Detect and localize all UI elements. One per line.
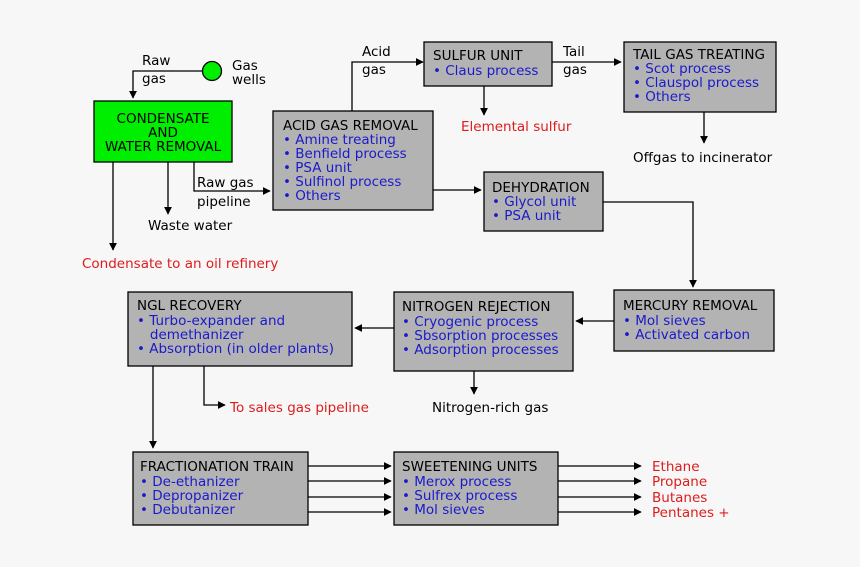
nitrogen-rejection-box: NITROGEN REJECTION • Cryogenic process •… bbox=[393, 291, 574, 372]
acid-gas-item: • Amine treating bbox=[283, 132, 396, 148]
condensate-title-1: CONDENSATE bbox=[117, 111, 210, 127]
tail-gas-title: TAIL GAS TREATING bbox=[632, 47, 765, 63]
raw-gas-pipeline-arrow bbox=[193, 162, 271, 195]
fractionation-title: FRACTIONATION TRAIN bbox=[140, 459, 294, 475]
acid-gas-label: Acid bbox=[362, 44, 391, 60]
tail-gas-label: Tail bbox=[562, 44, 585, 60]
raw-gas-label-2: gas bbox=[142, 71, 166, 87]
nitrogen-title: NITROGEN REJECTION bbox=[402, 299, 551, 315]
pipeline-label-2: pipeline bbox=[197, 194, 251, 210]
nitrogen-item: • Sbsorption processes bbox=[402, 328, 558, 344]
dehydration-box: DEHYDRATION • Glycol unit • PSA unit bbox=[483, 171, 604, 232]
sweetening-item: • Merox process bbox=[402, 474, 511, 490]
sweetening-units-box: SWEETENING UNITS • Merox process • Sulfr… bbox=[393, 451, 559, 526]
mercury-title: MERCURY REMOVAL bbox=[623, 298, 758, 314]
acid-gas-item: • Benfield process bbox=[283, 146, 407, 162]
nitrogen-item: • Cryogenic process bbox=[402, 314, 538, 330]
acid-gas-removal-box: ACID GAS REMOVAL • Amine treating • Benf… bbox=[272, 110, 434, 211]
product-ethane: Ethane bbox=[652, 459, 700, 475]
ngl-title: NGL RECOVERY bbox=[137, 298, 242, 314]
condensate-title-2: AND bbox=[148, 125, 178, 141]
product-pentanes: Pentanes + bbox=[652, 505, 730, 521]
nitrogen-rich-label: Nitrogen-rich gas bbox=[432, 400, 548, 416]
sulfur-unit-item: • Claus process bbox=[433, 63, 538, 79]
condensate-title-3: WATER REMOVAL bbox=[105, 139, 222, 155]
sweetening-item: • Mol sieves bbox=[402, 502, 485, 518]
mercury-removal-box: MERCURY REMOVAL • Mol sieves • Activated… bbox=[613, 289, 775, 352]
ngl-item: • Turbo-expander and bbox=[137, 313, 285, 329]
sweetening-title: SWEETENING UNITS bbox=[402, 459, 537, 475]
sulfur-unit-box: SULFUR UNIT • Claus process bbox=[423, 41, 553, 87]
wells-to-condensate-arrow bbox=[129, 70, 202, 99]
tail-gas-treating-box: TAIL GAS TREATING • Scot process • Claus… bbox=[623, 41, 777, 113]
fractionation-train-box: FRACTIONATION TRAIN • De-ethanizer • Dep… bbox=[132, 451, 309, 526]
mercury-item: • Mol sieves bbox=[623, 313, 706, 329]
gas-wells-label-2: wells bbox=[232, 72, 266, 88]
dehydration-to-mercury-arrow bbox=[603, 201, 697, 288]
acid-gas-item: • Sulfinol process bbox=[283, 174, 401, 190]
pipeline-label: Raw gas bbox=[197, 175, 254, 191]
sales-gas-arrow bbox=[203, 366, 226, 409]
acid-gas-arrow bbox=[351, 58, 424, 111]
acid-gas-label-2: gas bbox=[362, 62, 386, 78]
fractionation-item: • Depropanizer bbox=[140, 488, 244, 504]
product-propane: Propane bbox=[652, 474, 707, 490]
sales-gas-label: To sales gas pipeline bbox=[229, 400, 369, 416]
offgas-label: Offgas to incinerator bbox=[633, 150, 773, 166]
ngl-item: demethanizer bbox=[137, 327, 244, 343]
acid-gas-item: • Others bbox=[283, 188, 341, 204]
dehydration-title: DEHYDRATION bbox=[492, 180, 590, 196]
fractionation-item: • De-ethanizer bbox=[140, 474, 240, 490]
fractionation-item: • Debutanizer bbox=[140, 502, 235, 518]
elemental-sulfur-label: Elemental sulfur bbox=[461, 119, 572, 135]
raw-gas-label: Raw bbox=[142, 53, 170, 69]
acid-gas-title: ACID GAS REMOVAL bbox=[283, 118, 418, 134]
tail-gas-item: • Clauspol process bbox=[633, 75, 759, 91]
condensate-output-label: Condensate to an oil refinery bbox=[82, 256, 278, 272]
tail-gas-item: • Others bbox=[633, 89, 691, 105]
condensate-water-removal-box: CONDENSATE AND WATER REMOVAL bbox=[93, 100, 233, 163]
ngl-recovery-box: NGL RECOVERY • Turbo-expander and demeth… bbox=[127, 291, 353, 367]
sulfur-unit-title: SULFUR UNIT bbox=[433, 48, 523, 64]
acid-gas-item: • PSA unit bbox=[283, 160, 352, 176]
ngl-item: • Absorption (in older plants) bbox=[137, 341, 334, 357]
product-butanes: Butanes bbox=[652, 490, 707, 506]
nitrogen-item: • Adsorption processes bbox=[402, 342, 559, 358]
dehydration-item: • Glycol unit bbox=[492, 194, 576, 210]
mercury-item: • Activated carbon bbox=[623, 327, 750, 343]
gas-wells-label: Gas bbox=[232, 58, 258, 74]
tail-gas-item: • Scot process bbox=[633, 61, 731, 77]
sweetening-item: • Sulfrex process bbox=[402, 488, 517, 504]
tail-gas-label-2: gas bbox=[563, 62, 587, 78]
waste-water-label: Waste water bbox=[148, 218, 233, 234]
gas-well-icon bbox=[201, 60, 223, 82]
connectors bbox=[109, 58, 708, 516]
dehydration-item: • PSA unit bbox=[492, 208, 561, 224]
